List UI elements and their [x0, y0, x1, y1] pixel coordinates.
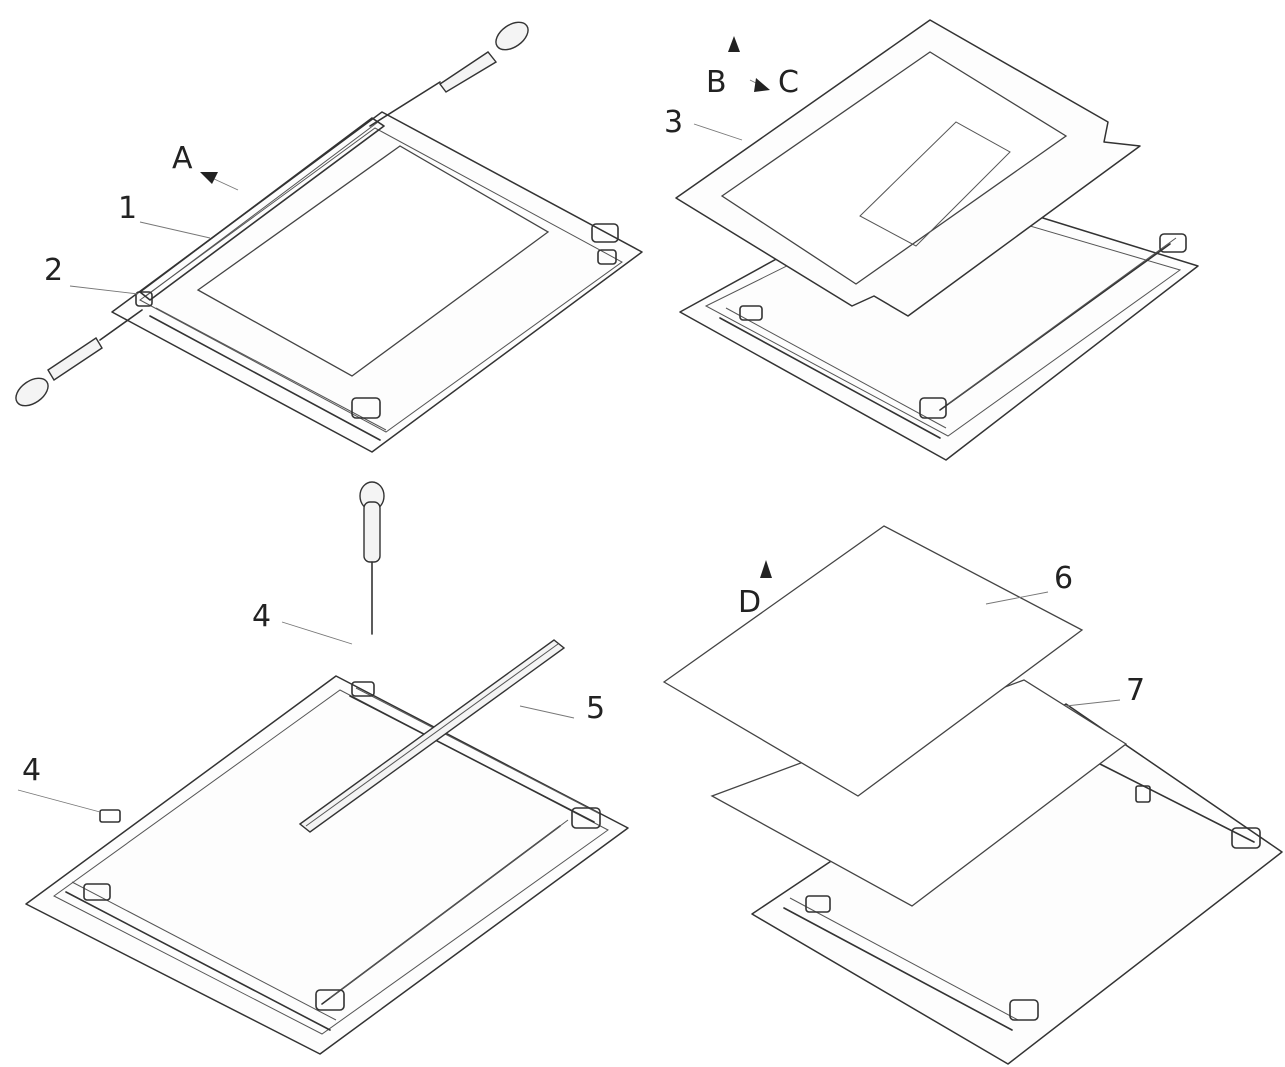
latch-left	[83, 883, 111, 901]
callout-label-4a: 4	[252, 599, 271, 634]
callout-label-5: 5	[586, 691, 605, 726]
screwdriver-icon	[359, 481, 385, 635]
hinge-front	[919, 397, 947, 419]
frame-window-opening	[720, 51, 1068, 285]
screwdriver-icon	[15, 309, 143, 407]
removed-rail-bar	[298, 639, 566, 833]
removed-bracket	[99, 809, 121, 823]
door-outer-panel	[25, 675, 629, 1055]
door-trim	[139, 127, 623, 433]
hinge-corner-right	[597, 249, 617, 265]
callout-label-A: A	[172, 141, 193, 176]
callout-label-3: 3	[664, 105, 683, 140]
hinge-back	[571, 807, 601, 829]
arrow-b	[728, 36, 740, 52]
door-top-strip	[139, 117, 385, 301]
hinge-back	[591, 223, 619, 243]
arrow-a	[200, 172, 239, 191]
callout-label-C: C	[778, 65, 799, 100]
step-4-glass-removal: 6 7 D	[662, 525, 1283, 1065]
arrow-c	[749, 78, 770, 92]
callout-label-6: 6	[1054, 561, 1073, 596]
latch-left	[739, 305, 763, 321]
bracket-top	[351, 681, 375, 697]
callout-label-2: 2	[44, 253, 63, 288]
hinge-front	[1009, 999, 1039, 1021]
callout-label-1: 1	[118, 191, 137, 226]
hinge-back	[1231, 827, 1261, 849]
latch-left	[805, 895, 831, 913]
callout-label-D: D	[738, 585, 761, 620]
bracket-right	[1135, 785, 1151, 803]
screwdriver-icon	[369, 21, 529, 127]
door-glass-window	[196, 145, 550, 377]
step-2-frame-removal: 3 B C	[664, 19, 1199, 461]
callout-label-7: 7	[1126, 673, 1145, 708]
step-3-bar-removal: 4 4 5	[17, 481, 629, 1055]
hinge-back	[1159, 233, 1187, 253]
end-cap-left	[135, 291, 153, 307]
outer-glass-pane	[662, 525, 1084, 797]
callout-label-4b: 4	[22, 753, 41, 788]
hinge-front	[351, 397, 381, 419]
hinge-front	[315, 989, 345, 1011]
arrow-d	[760, 560, 772, 578]
callout-label-B: B	[706, 65, 727, 100]
step-1-door-assembly: 1 2 A	[15, 21, 643, 453]
